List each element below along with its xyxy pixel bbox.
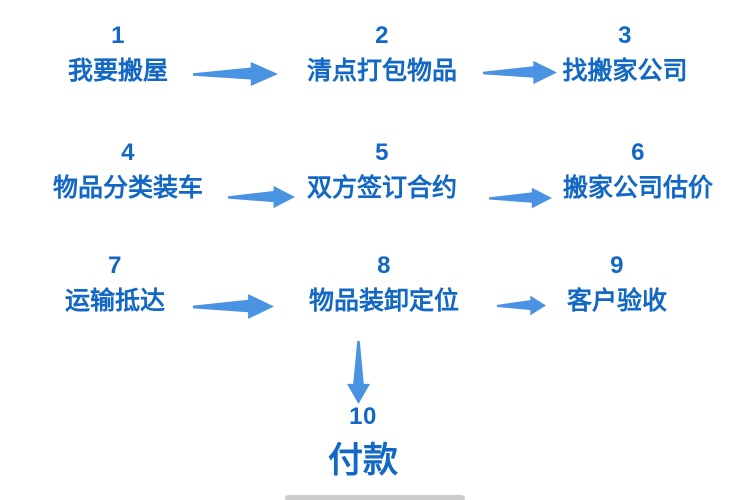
- step-6-label: 搬家公司估价: [562, 173, 714, 202]
- step-10: 10 付款: [328, 403, 398, 482]
- step-9: 9 客户验收: [567, 252, 667, 316]
- step-4: 4 物品分类装车: [53, 139, 203, 203]
- arrow-down-icon: [346, 341, 371, 404]
- step-1: 1 我要搬屋: [68, 22, 168, 86]
- arrow-right-icon: [193, 62, 278, 86]
- step-7: 7 运输抵达: [65, 252, 165, 316]
- step-6-number: 6: [631, 139, 645, 166]
- step-9-number: 9: [610, 252, 624, 279]
- bottom-cropped-bar: [285, 495, 465, 500]
- step-3-number: 3: [618, 22, 632, 49]
- step-1-label: 我要搬屋: [67, 56, 169, 85]
- step-1-number: 1: [111, 22, 125, 49]
- step-10-label: 付款: [327, 440, 399, 480]
- step-7-number: 7: [108, 252, 122, 279]
- step-3: 3 找搬家公司: [562, 22, 687, 86]
- step-2: 2 清点打包物品: [307, 22, 457, 86]
- step-5-label: 双方签订合约: [306, 173, 458, 202]
- step-8-label: 物品装卸定位: [308, 286, 460, 315]
- arrow-right-icon: [497, 295, 546, 316]
- step-2-number: 2: [375, 22, 389, 49]
- step-5-number: 5: [375, 139, 389, 166]
- arrow-right-icon: [193, 294, 274, 319]
- step-6: 6 搬家公司估价: [563, 139, 713, 203]
- step-4-label: 物品分类装车: [52, 173, 204, 202]
- arrow-right-icon: [489, 187, 552, 209]
- step-9-label: 客户验收: [566, 286, 668, 315]
- step-3-label: 找搬家公司: [562, 56, 688, 85]
- arrow-right-icon: [228, 185, 295, 209]
- step-10-number: 10: [349, 403, 377, 430]
- step-7-label: 运输抵达: [64, 286, 166, 315]
- step-8: 8 物品装卸定位: [309, 252, 459, 316]
- step-5: 5 双方签订合约: [307, 139, 457, 203]
- step-4-number: 4: [121, 139, 135, 166]
- step-8-number: 8: [377, 252, 391, 279]
- arrow-right-icon: [483, 60, 557, 85]
- step-2-label: 清点打包物品: [306, 56, 458, 85]
